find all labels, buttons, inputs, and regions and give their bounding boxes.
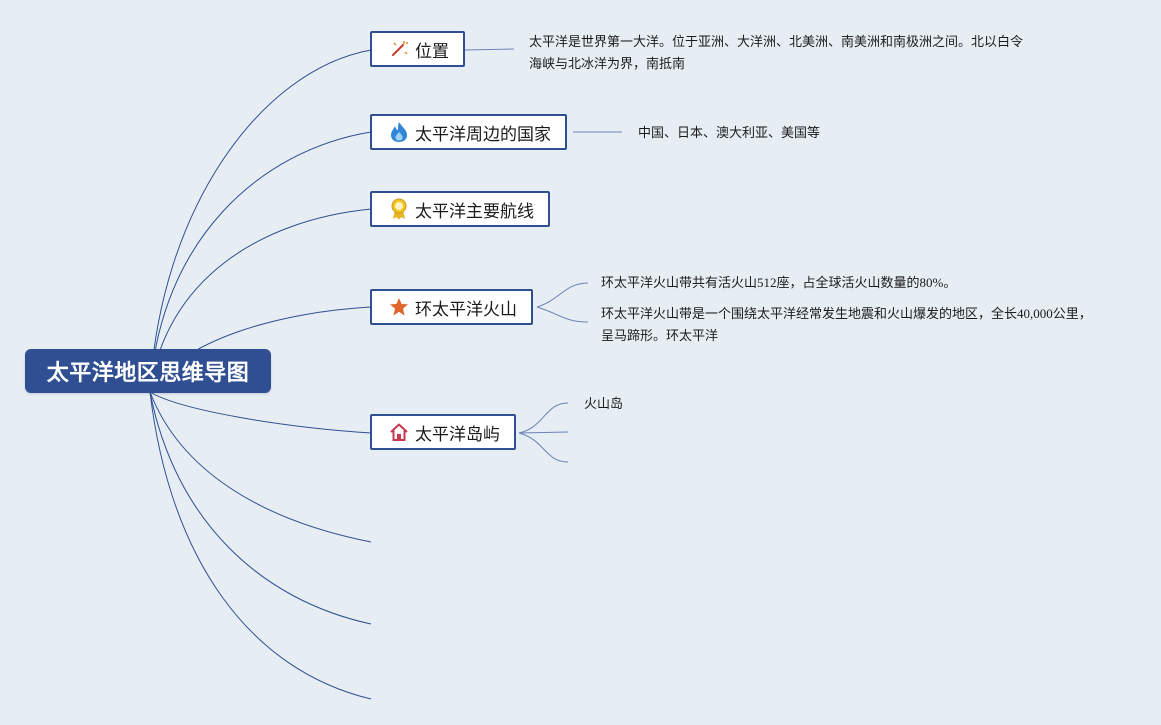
topic-main-routes[interactable]: 太平洋主要航线 (370, 191, 550, 227)
detail-line-volcano-1 (536, 282, 589, 308)
branch-line-countries (149, 131, 372, 393)
detail-ring-of-fire-1: 环太平洋火山带共有活火山512座，占全球活火山数量的80%。 (601, 275, 957, 290)
topic-ring-of-fire-label: 环太平洋火山 (415, 299, 517, 320)
detail-line-location (464, 48, 515, 51)
topic-surrounding-countries[interactable]: 太平洋周边的国家 (370, 114, 567, 150)
branch-line-empty-2 (149, 391, 372, 625)
topic-ring-of-fire[interactable]: 环太平洋火山 (370, 289, 533, 325)
detail-surrounding-countries: 中国、日本、澳大利亚、美国等 (638, 125, 821, 140)
detail-location: 太平洋是世界第一大洋。位于亚洲、大洋洲、北美洲、南美洲和南极洲之间。北以白令海峡… (529, 34, 1024, 71)
branch-line-islands (149, 391, 372, 434)
topic-surrounding-countries-label: 太平洋周边的国家 (415, 124, 551, 145)
detail-line-volcano-2 (536, 306, 589, 323)
topic-main-routes-label: 太平洋主要航线 (415, 201, 534, 222)
star-icon (388, 296, 410, 318)
award-medal-icon (388, 198, 410, 220)
central-topic[interactable]: 太平洋地区思维导图 (25, 349, 271, 393)
detail-line-islands-1 (518, 402, 569, 434)
topic-islands-label: 太平洋岛屿 (415, 424, 500, 445)
central-topic-label: 太平洋地区思维导图 (46, 361, 250, 386)
topic-islands[interactable]: 太平洋岛屿 (370, 414, 516, 450)
branch-line-empty-3 (149, 391, 372, 700)
home-icon (388, 421, 410, 443)
detail-line-islands-3 (518, 432, 569, 463)
magic-wand-icon (388, 38, 410, 60)
detail-line-islands-2 (518, 431, 569, 434)
topic-location-label: 位置 (415, 41, 449, 62)
fire-icon (388, 121, 410, 143)
branch-line-empty-1 (149, 391, 372, 543)
detail-islands-1: 火山岛 (584, 396, 624, 411)
branch-line-location (149, 49, 372, 393)
detail-ring-of-fire-2: 环太平洋火山带是一个围绕太平洋经常发生地震和火山爆发的地区，全长40,000公里… (601, 306, 1092, 343)
topic-location[interactable]: 位置 (370, 31, 465, 67)
